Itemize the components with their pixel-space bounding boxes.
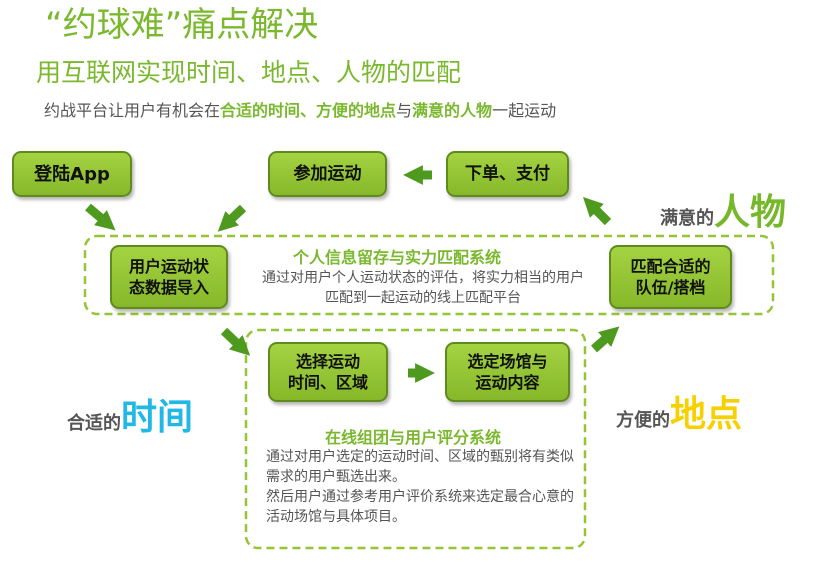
match-team-line: 匹配合适的 [630, 257, 711, 276]
intro-part: 一起运动 [492, 101, 557, 120]
profile-system-title: 个人信息留存与实力匹配系统 [293, 248, 502, 267]
page-title: “约球难”痛点解决 [45, 5, 319, 45]
intro-part: 与 [396, 101, 413, 120]
people-label-prefix: 满意的 [660, 208, 714, 229]
group-system-desc-line: 然后用户通过参考用户评价系统来选定最合心意的活动场馆与具体项目。 [266, 489, 574, 525]
intro-part: 约战平台让用户有机会在 [44, 101, 221, 120]
place-label-prefix: 方便的 [616, 410, 670, 431]
data-import-line: 用户运动状 [128, 257, 209, 276]
intro-text: 约战平台让用户有机会在合适的时间、方便的地点与满意的人物一起运动 [44, 99, 556, 123]
group-system-desc: 通过对用户选定的运动时间、区域的甄别将有类似需求的用户甄选出来。 然后用户通过参… [258, 447, 578, 527]
login-app-label: 登陆App [34, 163, 110, 185]
intro-highlight: 合适的时间、方便的地点 [220, 101, 397, 120]
login-app-box: 登陆App [12, 151, 132, 197]
people-label: 满意的人物 [660, 183, 786, 235]
match-team-box: 匹配合适的队伍/搭档 [609, 245, 732, 309]
arrow-venue-to-match [591, 326, 620, 353]
join-sport-label: 参加运动 [293, 163, 362, 184]
arrow-to-join-start [217, 204, 247, 232]
place-label: 方便的地点 [616, 385, 742, 437]
people-label-big: 人物 [714, 192, 787, 233]
data-import-line: 态数据导入 [128, 278, 209, 297]
order-pay-label: 下单、支付 [465, 163, 550, 184]
select-venue-box: 选定场馆与运动内容 [445, 342, 570, 402]
select-venue-line: 运动内容 [475, 373, 540, 392]
time-label-big: 时间 [121, 397, 194, 438]
arrow-import-to-select [220, 327, 251, 356]
intro-highlight: 满意的人物 [412, 101, 493, 120]
data-import-box: 用户运动状态数据导入 [110, 245, 228, 309]
group-system-title: 在线组团与用户评分系统 [325, 428, 502, 447]
select-venue-line: 选定场馆与 [467, 352, 548, 371]
profile-system-panel [83, 234, 775, 316]
join-sport-box: 参加运动 [268, 151, 387, 197]
profile-system-desc: 通过对用户个人运动状态的评估，将实力相当的用户匹配到一起运动的线上匹配平台 [262, 270, 584, 306]
select-time-line: 时间、区域 [287, 373, 368, 392]
page-subtitle: 用互联网实现时间、地点、人物的匹配 [36, 58, 462, 87]
group-system-desc-line: 通过对用户选定的运动时间、区域的甄别将有类似需求的用户甄选出来。 [266, 449, 574, 485]
place-label-big: 地点 [670, 394, 743, 435]
arrow-login-to-import [85, 203, 116, 231]
arrow-match-to-order [582, 196, 612, 226]
time-label: 合适的时间 [67, 388, 193, 440]
group-system-panel [244, 328, 587, 550]
select-time-area-box: 选择运动时间、区域 [268, 342, 388, 402]
order-pay-box: 下单、支付 [446, 151, 569, 197]
time-label-prefix: 合适的 [67, 413, 121, 434]
match-team-line: 队伍/搭档 [635, 278, 706, 297]
select-time-line: 选择运动 [295, 352, 360, 371]
